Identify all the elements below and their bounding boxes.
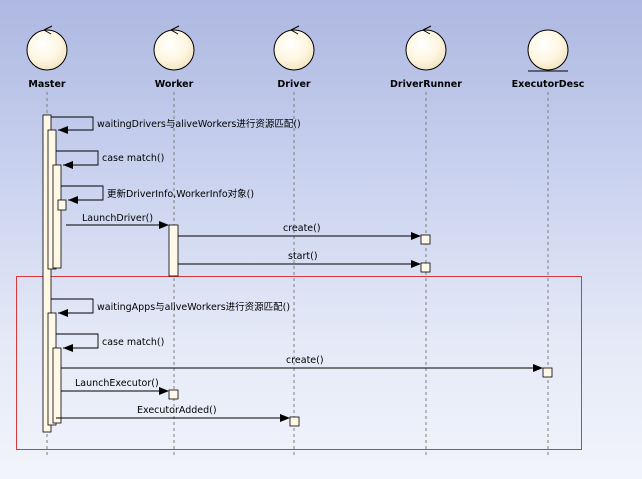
message-launchexecutor: LaunchExecutor() (61, 378, 169, 395)
worker-activation-launchdriver (168, 224, 179, 277)
master-activation-nested-5 (52, 347, 62, 424)
master-activation-nested-2 (52, 164, 62, 269)
svg-text:case match(): case match() (102, 153, 164, 164)
message-create-driverrunner: create() (178, 223, 421, 240)
lifeline-label-worker: Worker (155, 79, 194, 90)
message-create-executordesc: create() (61, 355, 543, 372)
master-activation (42, 114, 52, 433)
message-waitingapps-match: waitingApps与aliveWorkers进行资源匹配() (51, 298, 290, 317)
driverrunner-control-icon (405, 25, 447, 71)
svg-text:LaunchExecutor(): LaunchExecutor() (75, 378, 159, 389)
executordesc-activation-create (542, 367, 553, 378)
message-launchdriver: LaunchDriver() (66, 213, 169, 229)
svg-text:waitingDrivers与aliveWorkers进行资: waitingDrivers与aliveWorkers进行资源匹配() (97, 118, 301, 130)
svg-text:create(): create() (283, 223, 321, 234)
worker-control-icon (153, 25, 195, 71)
message-executoradded: ExecutorAdded() (56, 405, 290, 422)
svg-text:更新DriverInfo,WorkerInfo对象(): 更新DriverInfo,WorkerInfo对象() (107, 188, 254, 200)
lifeline-label-master: Master (28, 79, 66, 90)
message-case-match-2: case match() (56, 333, 164, 352)
svg-text:waitingApps与aliveWorkers进行资源匹配: waitingApps与aliveWorkers进行资源匹配() (97, 301, 290, 313)
lifeline-label-driver: Driver (277, 79, 310, 90)
svg-text:start(): start() (288, 251, 318, 262)
message-waitingdrivers-match: waitingDrivers与aliveWorkers进行资源匹配() (51, 116, 301, 134)
driver-activation-executoradded (289, 416, 300, 427)
executordesc-entity-icon (527, 29, 569, 72)
message-start-driverrunner: start() (178, 251, 421, 268)
driverrunner-activation-start (420, 262, 431, 273)
svg-text:create(): create() (286, 355, 324, 366)
lifeline-label-executordesc: ExecutorDesc (512, 79, 585, 90)
svg-text:ExecutorAdded(): ExecutorAdded() (137, 405, 217, 416)
driverrunner-activation-create (420, 234, 431, 245)
message-case-match-1: case match() (56, 150, 164, 169)
master-activation-nested-3 (57, 199, 67, 211)
svg-text:case match(): case match() (102, 337, 164, 348)
lifeline-label-driverrunner: DriverRunner (390, 79, 462, 90)
highlight-frame (16, 276, 582, 450)
svg-text:LaunchDriver(): LaunchDriver() (82, 213, 153, 224)
worker-activation-launchexecutor (168, 389, 179, 400)
master-control-icon (26, 25, 68, 71)
message-update-objects: 更新DriverInfo,WorkerInfo对象() (61, 185, 254, 204)
driver-control-icon (273, 25, 315, 71)
